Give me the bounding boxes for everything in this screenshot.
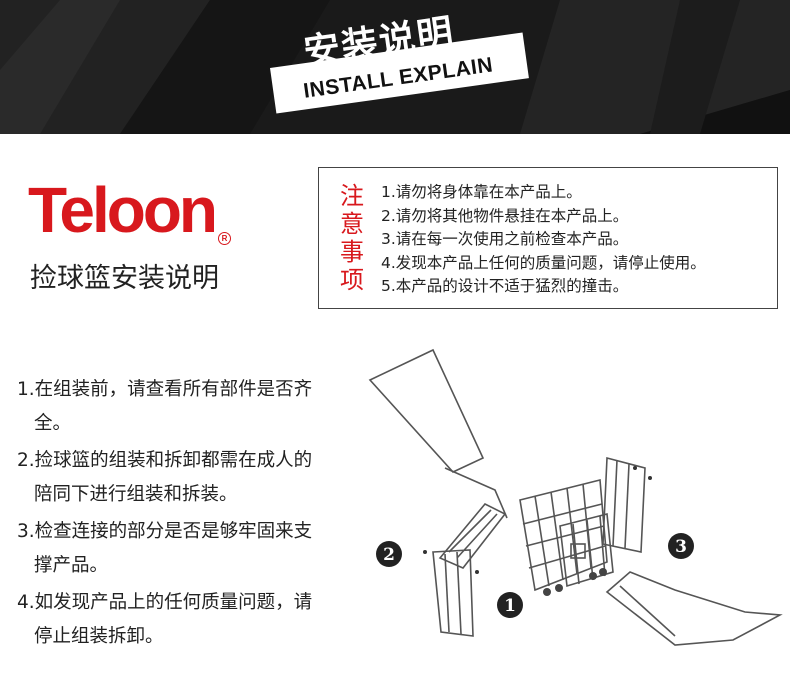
notice-box: 注 意 事 项 1.请勿将身体靠在本产品上。 2.请勿将其他物件悬挂在本产品上。… — [318, 167, 778, 309]
notice-label-char: 项 — [340, 266, 364, 294]
basket-back-panel — [519, 478, 608, 592]
callout-3: 3 — [668, 533, 694, 559]
notice-item: 2.请勿将其他物件悬挂在本产品上。 — [381, 206, 629, 225]
upper-handle-part — [368, 348, 485, 473]
right-side-panel — [602, 456, 646, 553]
notice-item: 5.本产品的设计不适于猛烈的撞击。 — [381, 277, 629, 295]
banner-background-facets — [0, 0, 790, 134]
callout-1: 1 — [497, 592, 523, 618]
assembly-steps: 1.在组装前，请查看所有部件是否齐全。 2.捡球篮的组装和拆卸都需在成人的陪同下… — [17, 373, 327, 657]
registered-mark-icon: R — [218, 232, 231, 245]
notice-item: 4.发现本产品上任何的质量问题，请停止使用。 — [381, 253, 706, 272]
step-item: 4.如发现产品上的任何质量问题，请停止组装拆卸。 — [17, 592, 313, 647]
base-frame-part — [605, 571, 783, 646]
assembly-diagram: 1 2 3 — [368, 348, 783, 646]
handle-connector — [444, 467, 508, 519]
basket-front-panel — [559, 512, 614, 588]
header-banner: 安装说明 INSTALL EXPLAIN — [0, 0, 790, 134]
notice-label-char: 意 — [340, 210, 364, 238]
brand-logo: Teloon — [28, 174, 218, 246]
step-item: 1.在组装前，请查看所有部件是否齐全。 — [17, 379, 313, 434]
notice-label-char: 注 — [340, 182, 364, 210]
svg-text:2: 2 — [383, 545, 395, 565]
product-subtitle: 捡球篮安装说明 — [30, 263, 219, 294]
assembly-dots — [423, 466, 652, 574]
notice-label-char: 事 — [340, 238, 364, 266]
notice-list: 1.请勿将身体靠在本产品上。 2.请勿将其他物件悬挂在本产品上。 3.请在每一次… — [381, 181, 706, 299]
svg-text:1: 1 — [504, 596, 516, 616]
notice-item: 1.请勿将身体靠在本产品上。 — [381, 183, 582, 201]
step-item: 3.检查连接的部分是否是够牢固来支撑产品。 — [17, 521, 313, 576]
svg-text:3: 3 — [675, 537, 687, 557]
basket-latch — [570, 543, 586, 559]
callout-2: 2 — [376, 541, 402, 567]
step-item: 2.捡球篮的组装和拆卸都需在成人的陪同下进行组装和拆装。 — [17, 450, 313, 505]
notice-item: 3.请在每一次使用之前检查本产品。 — [381, 230, 629, 248]
notice-label: 注 意 事 项 — [337, 182, 367, 294]
upper-panel-part — [438, 503, 507, 569]
basket-wheels — [543, 568, 607, 596]
side-panel-part — [432, 549, 474, 637]
